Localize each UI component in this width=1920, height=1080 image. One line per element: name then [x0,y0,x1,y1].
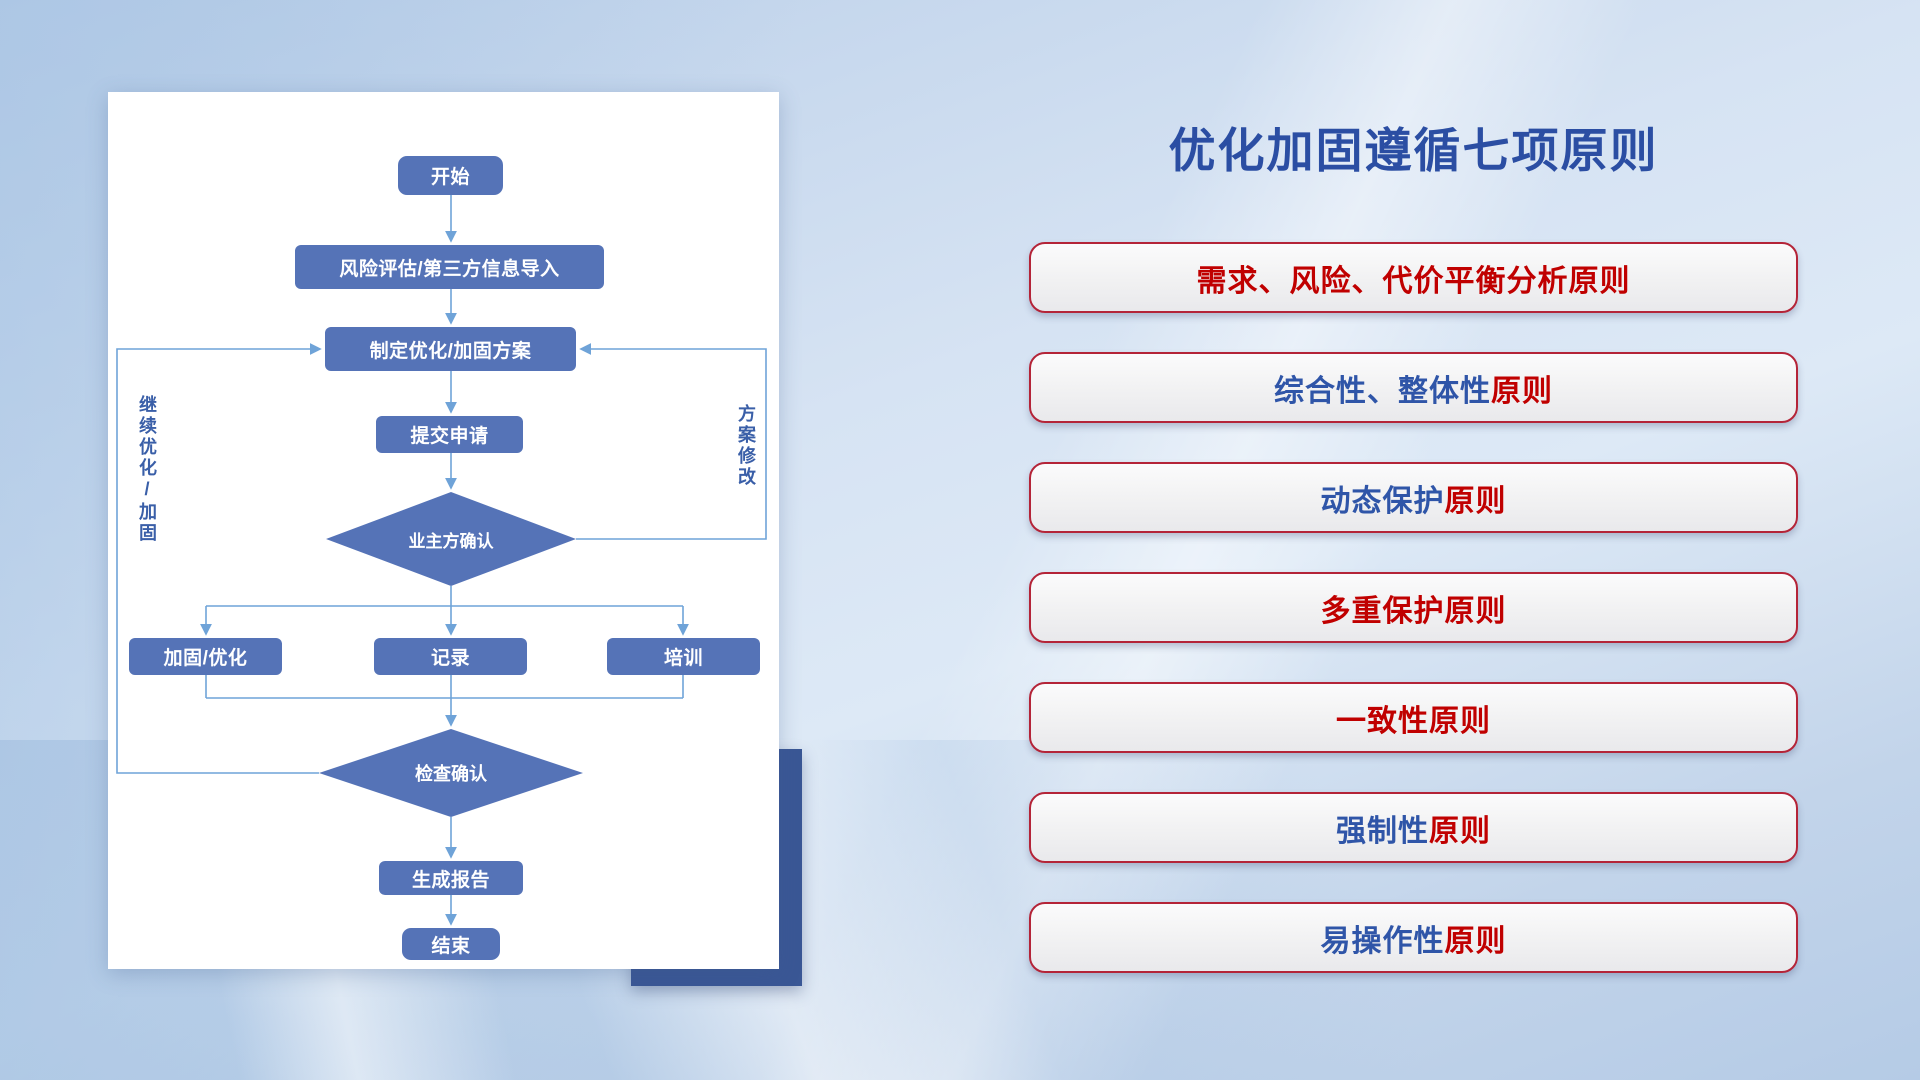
loop-label-continue-optimize: 继续优化/加固 [137,395,157,544]
decision-check-confirm-diamond [319,729,583,817]
flowchart-connectors [116,195,767,926]
flow-node-end: 结束 [402,928,500,960]
flowchart-card: 开始 风险评估/第三方信息导入 制定优化/加固方案 提交申请 业主方确认 加固/… [108,92,779,969]
principle-item: 需求、风险、代价平衡分析原则 [1029,242,1798,313]
flow-node-training: 培训 [607,638,760,675]
principle-text-segment: 一致性原则 [1336,704,1491,738]
principle-item: 一致性原则 [1029,682,1798,753]
principle-item: 动态保护原则 [1029,462,1798,533]
principle-text-segment: 易操作性 [1320,924,1445,958]
principle-item: 综合性、整体性原则 [1029,352,1798,423]
principle-text-segment: 原则 [1444,484,1507,518]
principles-list: 需求、风险、代价平衡分析原则综合性、整体性原则动态保护原则多重保护原则一致性原则… [1029,242,1798,973]
principle-text-segment: 需求、风险、代价平衡分析原则 [1196,264,1631,298]
flow-node-report: 生成报告 [379,861,523,895]
principle-item: 多重保护原则 [1029,572,1798,643]
principle-text-segment: 强制性 [1336,814,1429,848]
loop-label-plan-revise: 方案修改 [736,404,756,488]
flow-node-record: 记录 [374,638,527,675]
principle-text-segment: 动态保护 [1320,484,1445,518]
principle-item: 易操作性原则 [1029,902,1798,973]
flow-node-submit: 提交申请 [376,416,523,453]
flow-node-owner-confirm-label: 业主方确认 [408,531,494,551]
flow-node-risk-import: 风险评估/第三方信息导入 [295,245,604,289]
principle-text-segment: 原则 [1429,814,1491,848]
flow-node-start: 开始 [398,156,503,195]
decision-owner-confirm-diamond [326,492,576,586]
principle-text-segment: 多重保护原则 [1320,594,1507,628]
flow-node-make-plan: 制定优化/加固方案 [325,327,576,371]
flow-node-harden: 加固/优化 [129,638,282,675]
connector-owner-right-loop [576,343,767,540]
principle-text-segment: 原则 [1444,924,1507,958]
principle-item: 强制性原则 [1029,792,1798,863]
page-title: 优化加固遵循七项原则 [1168,124,1659,177]
connector-check-left-loop [116,343,322,774]
principle-text-segment: 综合性、整体性 [1274,374,1491,408]
principle-text-segment: 原则 [1491,374,1553,408]
flow-node-check-confirm-label: 检查确认 [415,764,487,784]
